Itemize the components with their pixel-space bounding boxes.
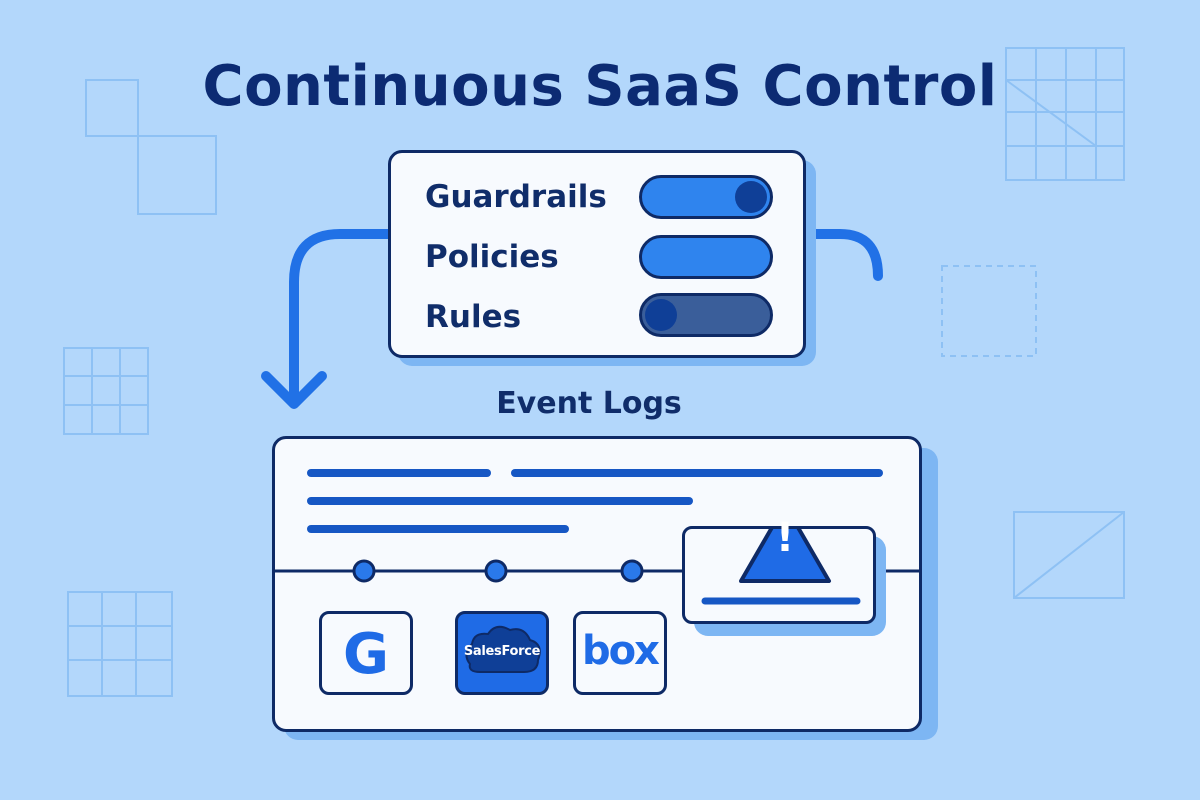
toggle-knob <box>645 299 677 331</box>
salesforce-logo-tile[interactable]: SalesForce <box>455 611 549 695</box>
salesforce-logo-icon: SalesForce <box>463 644 541 659</box>
control-label-policies: Policies <box>425 239 559 275</box>
connector-arrow <box>261 229 883 409</box>
event-log-lines <box>275 469 919 583</box>
google-logo-tile[interactable]: G <box>319 611 413 695</box>
timeline-node[interactable] <box>620 559 644 583</box>
toggle-knob <box>735 181 767 213</box>
control-label-guardrails: Guardrails <box>425 179 607 215</box>
box-logo-icon: box <box>582 628 660 674</box>
salesforce-cloud-icon <box>465 625 541 673</box>
box-logo-tile[interactable]: box <box>573 611 667 695</box>
alert-exclamation: ! <box>775 515 795 561</box>
rules-toggle[interactable] <box>639 293 773 337</box>
guardrails-toggle[interactable] <box>639 175 773 219</box>
alert-card[interactable]: ! <box>682 515 876 624</box>
page-title: Continuous SaaS Control <box>202 54 998 119</box>
event-logs-label: Event Logs <box>496 386 682 421</box>
warning-triangle-icon <box>701 529 861 605</box>
policies-toggle[interactable] <box>639 235 773 279</box>
timeline-node[interactable] <box>352 559 376 583</box>
control-label-rules: Rules <box>425 299 522 335</box>
timeline-node[interactable] <box>484 559 508 583</box>
decor-squares <box>63 47 1125 697</box>
controls-card: Guardrails Policies Rules <box>388 150 806 358</box>
google-logo-icon: G <box>343 622 389 687</box>
